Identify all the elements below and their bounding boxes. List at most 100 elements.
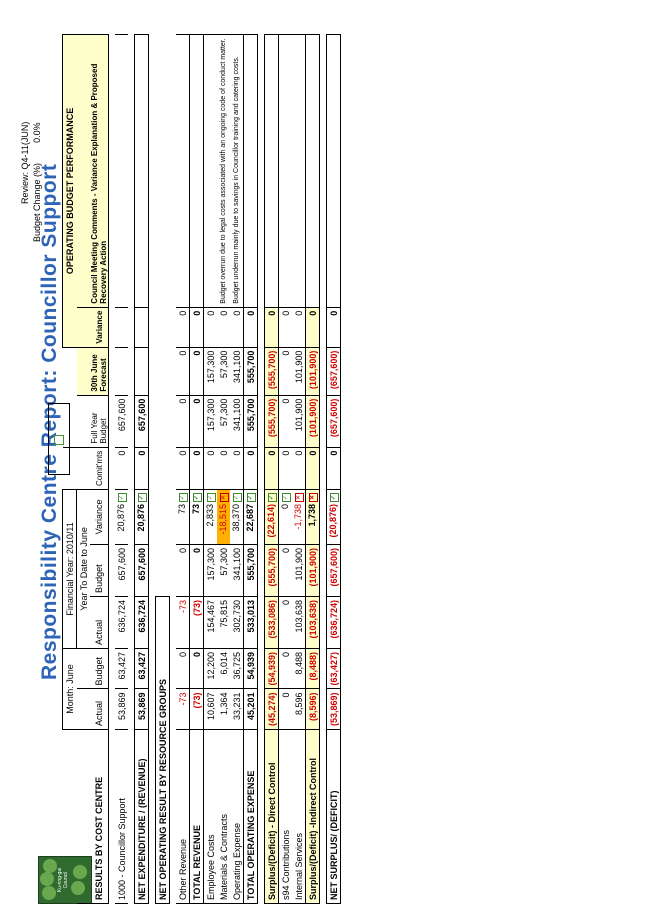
- cell-f-variance: 0: [176, 307, 190, 348]
- cell-commit: 0: [176, 447, 190, 490]
- check-icon: ✓: [267, 492, 277, 502]
- cell-y-budget: 57,300: [217, 544, 230, 597]
- cell-fy-budget: 341,100: [230, 395, 244, 448]
- row-label: Materials & Contracts: [217, 729, 230, 904]
- cell-y-actual: 302,730: [230, 596, 244, 649]
- cell-f-variance: [115, 307, 128, 348]
- cell-y-budget: 657,600: [115, 544, 128, 597]
- cell-fy-budget: (657,600): [326, 395, 341, 448]
- check-icon: ✓: [117, 492, 127, 502]
- cell-comment: [189, 34, 204, 308]
- cell-y-variance: 2,833✓: [203, 489, 217, 545]
- row-label: NET SURPLUS/ (DEFICIT): [326, 729, 341, 904]
- header-commitments: Comit'mts: [90, 447, 109, 490]
- cell-y-actual: 0: [278, 596, 292, 649]
- cell-comment: [176, 34, 190, 308]
- review-period: Review: Q4-11(JUN): [20, 121, 30, 204]
- row-label: TOTAL REVENUE: [189, 729, 204, 904]
- cell-y-actual: (533,086): [264, 596, 279, 649]
- cell-m-budget: 8,488: [292, 648, 306, 689]
- cell-y-variance: (22,614)✓: [264, 489, 279, 545]
- cell-forecast: 0: [189, 347, 204, 396]
- cell-commit: 0: [243, 447, 258, 490]
- cell-m-actual: (8,596): [305, 688, 320, 730]
- cell-fy-budget: 0: [189, 395, 204, 448]
- header-ytd-variance: Variance: [90, 489, 109, 545]
- cell-commit: 0: [278, 447, 292, 490]
- cell-commit: 0: [264, 447, 279, 490]
- cell-fy-budget: (555,700): [264, 395, 279, 448]
- budget-table: Month: June Financial Year: 2010/11 OPER…: [62, 34, 341, 904]
- cell-y-actual: 533,013: [243, 596, 258, 649]
- cell-fy-budget: 0: [278, 395, 292, 448]
- row-label: Operating Expense: [230, 729, 244, 904]
- cell-m-budget: 63,427: [134, 648, 149, 689]
- cell-m-actual: 10,607: [203, 688, 217, 730]
- cell-y-actual: (636,724): [326, 596, 341, 649]
- cell-f-variance: 0: [305, 307, 320, 348]
- cell-m-budget: 63,427: [115, 648, 128, 689]
- cell-forecast: 101,900: [292, 347, 306, 396]
- row-label: TOTAL OPERATING EXPENSE: [243, 729, 258, 904]
- header-results-by-cost-centre: RESULTS BY COST CENTRE: [90, 729, 109, 904]
- cell-comment: [264, 34, 279, 308]
- cell-m-actual: (45,274): [264, 688, 279, 730]
- cell-y-variance: 73✓: [189, 489, 204, 545]
- check-icon: ✓: [329, 492, 339, 502]
- row-label: 1000 - Councillor Support: [115, 729, 128, 904]
- header-month-budget: Budget: [90, 648, 109, 689]
- cell-forecast: (555,700): [264, 347, 279, 396]
- cell-commit: 0: [134, 447, 149, 490]
- cell-commit: 0: [217, 447, 230, 490]
- cross-icon: ✕: [308, 492, 318, 502]
- cell-f-variance: 0: [264, 307, 279, 348]
- table-row: NET SURPLUS/ (DEFICIT)(53,869)(63,427)(6…: [326, 34, 341, 904]
- cell-forecast: 157,300: [203, 347, 217, 396]
- cell-y-variance: 20,876✓: [115, 489, 128, 545]
- cell-comment: [292, 34, 306, 308]
- cell-m-budget: 6,014: [217, 648, 230, 689]
- cell-y-actual: 636,724: [115, 596, 128, 649]
- table-row: Surplus/(Deficit) -Indirect Control(8,59…: [305, 34, 320, 904]
- cell-comment: [326, 34, 341, 308]
- cell-fy-budget: 0: [176, 395, 190, 448]
- cell-m-budget: 0: [176, 648, 190, 689]
- cell-y-variance: (20,876)✓: [326, 489, 341, 545]
- cell-f-variance: 0: [189, 307, 204, 348]
- cell-f-variance: [134, 307, 149, 348]
- cell-comment: [203, 34, 217, 308]
- cell-comment: [278, 34, 292, 308]
- cell-y-variance: 20,876✓: [134, 489, 149, 545]
- cell-m-actual: 53,869: [115, 688, 128, 730]
- cell-m-budget: 54,939: [243, 648, 258, 689]
- cell-y-actual: 75,815: [217, 596, 230, 649]
- cell-comment: [134, 34, 149, 308]
- check-icon: ✓: [281, 492, 291, 502]
- header-ytd: Year To Date to June: [76, 489, 90, 649]
- cell-fy-budget: (101,900): [305, 395, 320, 448]
- cell-comment: [305, 34, 320, 308]
- header-perf: OPERATING BUDGET PERFORMANCE: [62, 34, 77, 348]
- cell-m-budget: 12,200: [203, 648, 217, 689]
- header-financial-year: Financial Year: 2010/11: [62, 489, 77, 649]
- cell-y-actual: 103,638: [292, 596, 306, 649]
- cell-y-budget: 101,900: [292, 544, 306, 597]
- check-icon: ✓: [206, 492, 216, 502]
- header-month: Month: June: [62, 648, 77, 730]
- cell-m-actual: 33,231: [230, 688, 244, 730]
- section-title: NET OPERATING RESULT BY RESOURCE GROUPS: [155, 596, 170, 904]
- cell-y-budget: 657,600: [134, 544, 149, 597]
- cell-commit: 0: [326, 447, 341, 490]
- cell-y-variance: 1,738✕: [305, 489, 320, 545]
- cell-fy-budget: 657,600: [115, 395, 128, 448]
- cell-comment: [243, 34, 258, 308]
- cell-f-variance: 0: [217, 307, 230, 348]
- cell-forecast: (657,600): [326, 347, 341, 396]
